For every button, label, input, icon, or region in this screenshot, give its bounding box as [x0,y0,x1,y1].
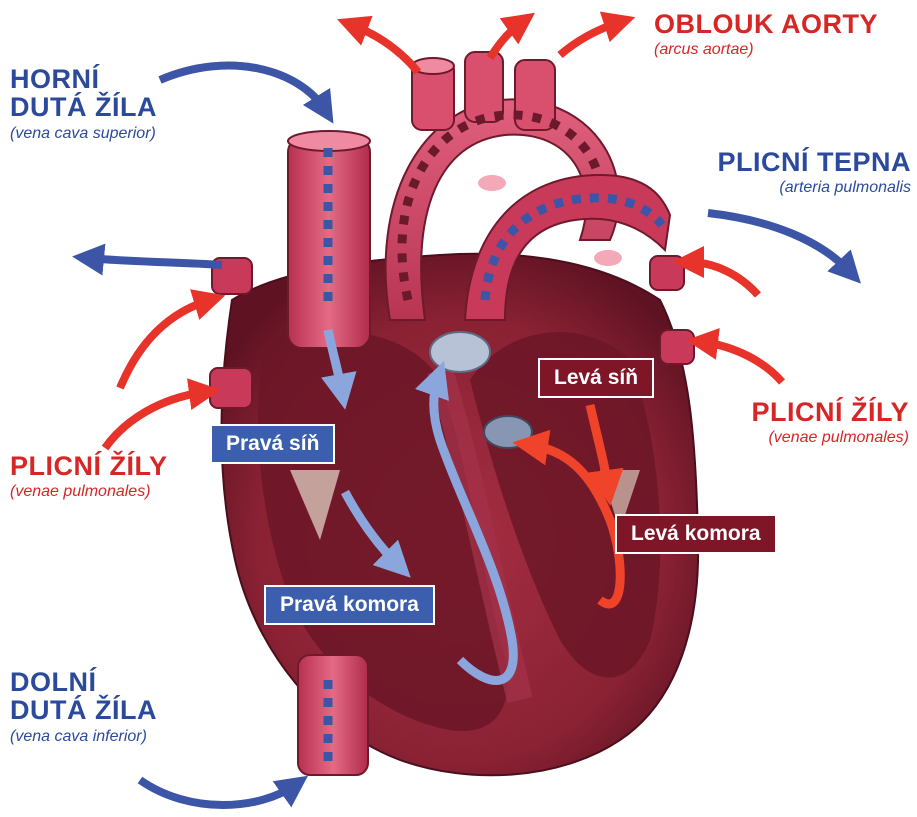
box-right-atrium: Pravá síň [210,424,335,464]
superior-vena-cava-name: HORNÍ DUTÁ ŽÍLA [10,65,157,122]
aortic-arch-name: OBLOUK AORTY [654,10,878,38]
pulmonary-veins-left-latin: (venae pulmonales) [10,483,168,501]
inferior-vena-cava-name: DOLNÍ DUTÁ ŽÍLA [10,668,157,725]
box-right-ventricle: Pravá komora [264,585,435,625]
pulmonary-artery-latin: (arteria pulmonalis [717,179,911,197]
aortic-arch-latin: (arcus aortae) [654,41,878,59]
pulmonary-veins-right-name: PLICNÍ ŽÍLY [751,398,909,426]
inferior-vena-cava [298,655,368,775]
label-aortic-arch: OBLOUK AORTY (arcus aortae) [654,10,878,59]
label-inferior-vena-cava: DOLNÍ DUTÁ ŽÍLA (vena cava inferior) [10,668,157,746]
label-pulmonary-veins-left: PLICNÍ ŽÍLY (venae pulmonales) [10,452,168,501]
box-left-ventricle: Levá komora [615,514,777,554]
superior-vena-cava-latin: (vena cava superior) [10,125,157,143]
label-pulmonary-veins-right: PLICNÍ ŽÍLY (venae pulmonales) [751,398,909,447]
pulmonary-veins-right-latin: (venae pulmonales) [751,429,909,447]
inferior-vena-cava-latin: (vena cava inferior) [10,728,157,746]
pulmonary-veins-left-name: PLICNÍ ŽÍLY [10,452,168,480]
pulmonary-artery-name: PLICNÍ TEPNA [717,148,911,176]
box-left-atrium: Levá síň [538,358,654,398]
label-pulmonary-artery: PLICNÍ TEPNA (arteria pulmonalis [717,148,911,197]
label-superior-vena-cava: HORNÍ DUTÁ ŽÍLA (vena cava superior) [10,65,157,143]
superior-vena-cava [288,131,370,348]
